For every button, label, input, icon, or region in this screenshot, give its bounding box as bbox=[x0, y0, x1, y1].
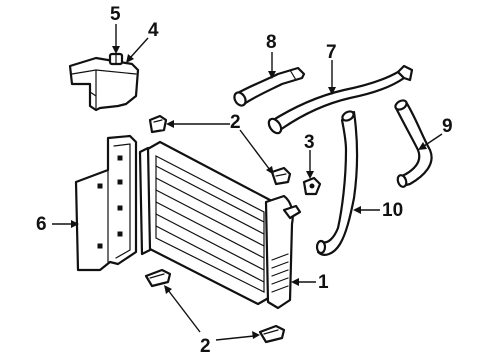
callout-10: 10 bbox=[382, 200, 403, 221]
bracket-upper-left bbox=[148, 114, 168, 134]
callout-2-lower: 2 bbox=[200, 336, 211, 357]
bracket-upper-right bbox=[270, 166, 292, 186]
lower-hose-right bbox=[394, 99, 433, 188]
hose-clip bbox=[302, 176, 322, 196]
coolant-reservoir bbox=[68, 56, 140, 112]
radiator bbox=[138, 140, 302, 310]
reservoir-cap bbox=[108, 52, 124, 66]
upper-hose-small bbox=[233, 66, 306, 107]
callout-5: 5 bbox=[110, 4, 121, 25]
callout-7: 7 bbox=[326, 42, 337, 63]
side-baffle bbox=[74, 134, 138, 272]
callout-3: 3 bbox=[304, 132, 315, 153]
upper-hose-long bbox=[267, 64, 414, 135]
callout-6: 6 bbox=[36, 214, 47, 235]
callout-labels: 5 4 8 7 9 3 2 10 6 1 2 bbox=[36, 4, 453, 357]
bracket-lower-left bbox=[144, 268, 172, 288]
callout-8: 8 bbox=[266, 32, 277, 53]
callout-1: 1 bbox=[318, 272, 329, 293]
callout-9: 9 bbox=[442, 116, 453, 137]
bracket-lower-right bbox=[258, 324, 286, 344]
lower-hose-center bbox=[315, 110, 359, 256]
callout-4: 4 bbox=[148, 20, 159, 41]
leader-lines bbox=[52, 24, 443, 341]
callout-2-upper: 2 bbox=[230, 112, 241, 133]
